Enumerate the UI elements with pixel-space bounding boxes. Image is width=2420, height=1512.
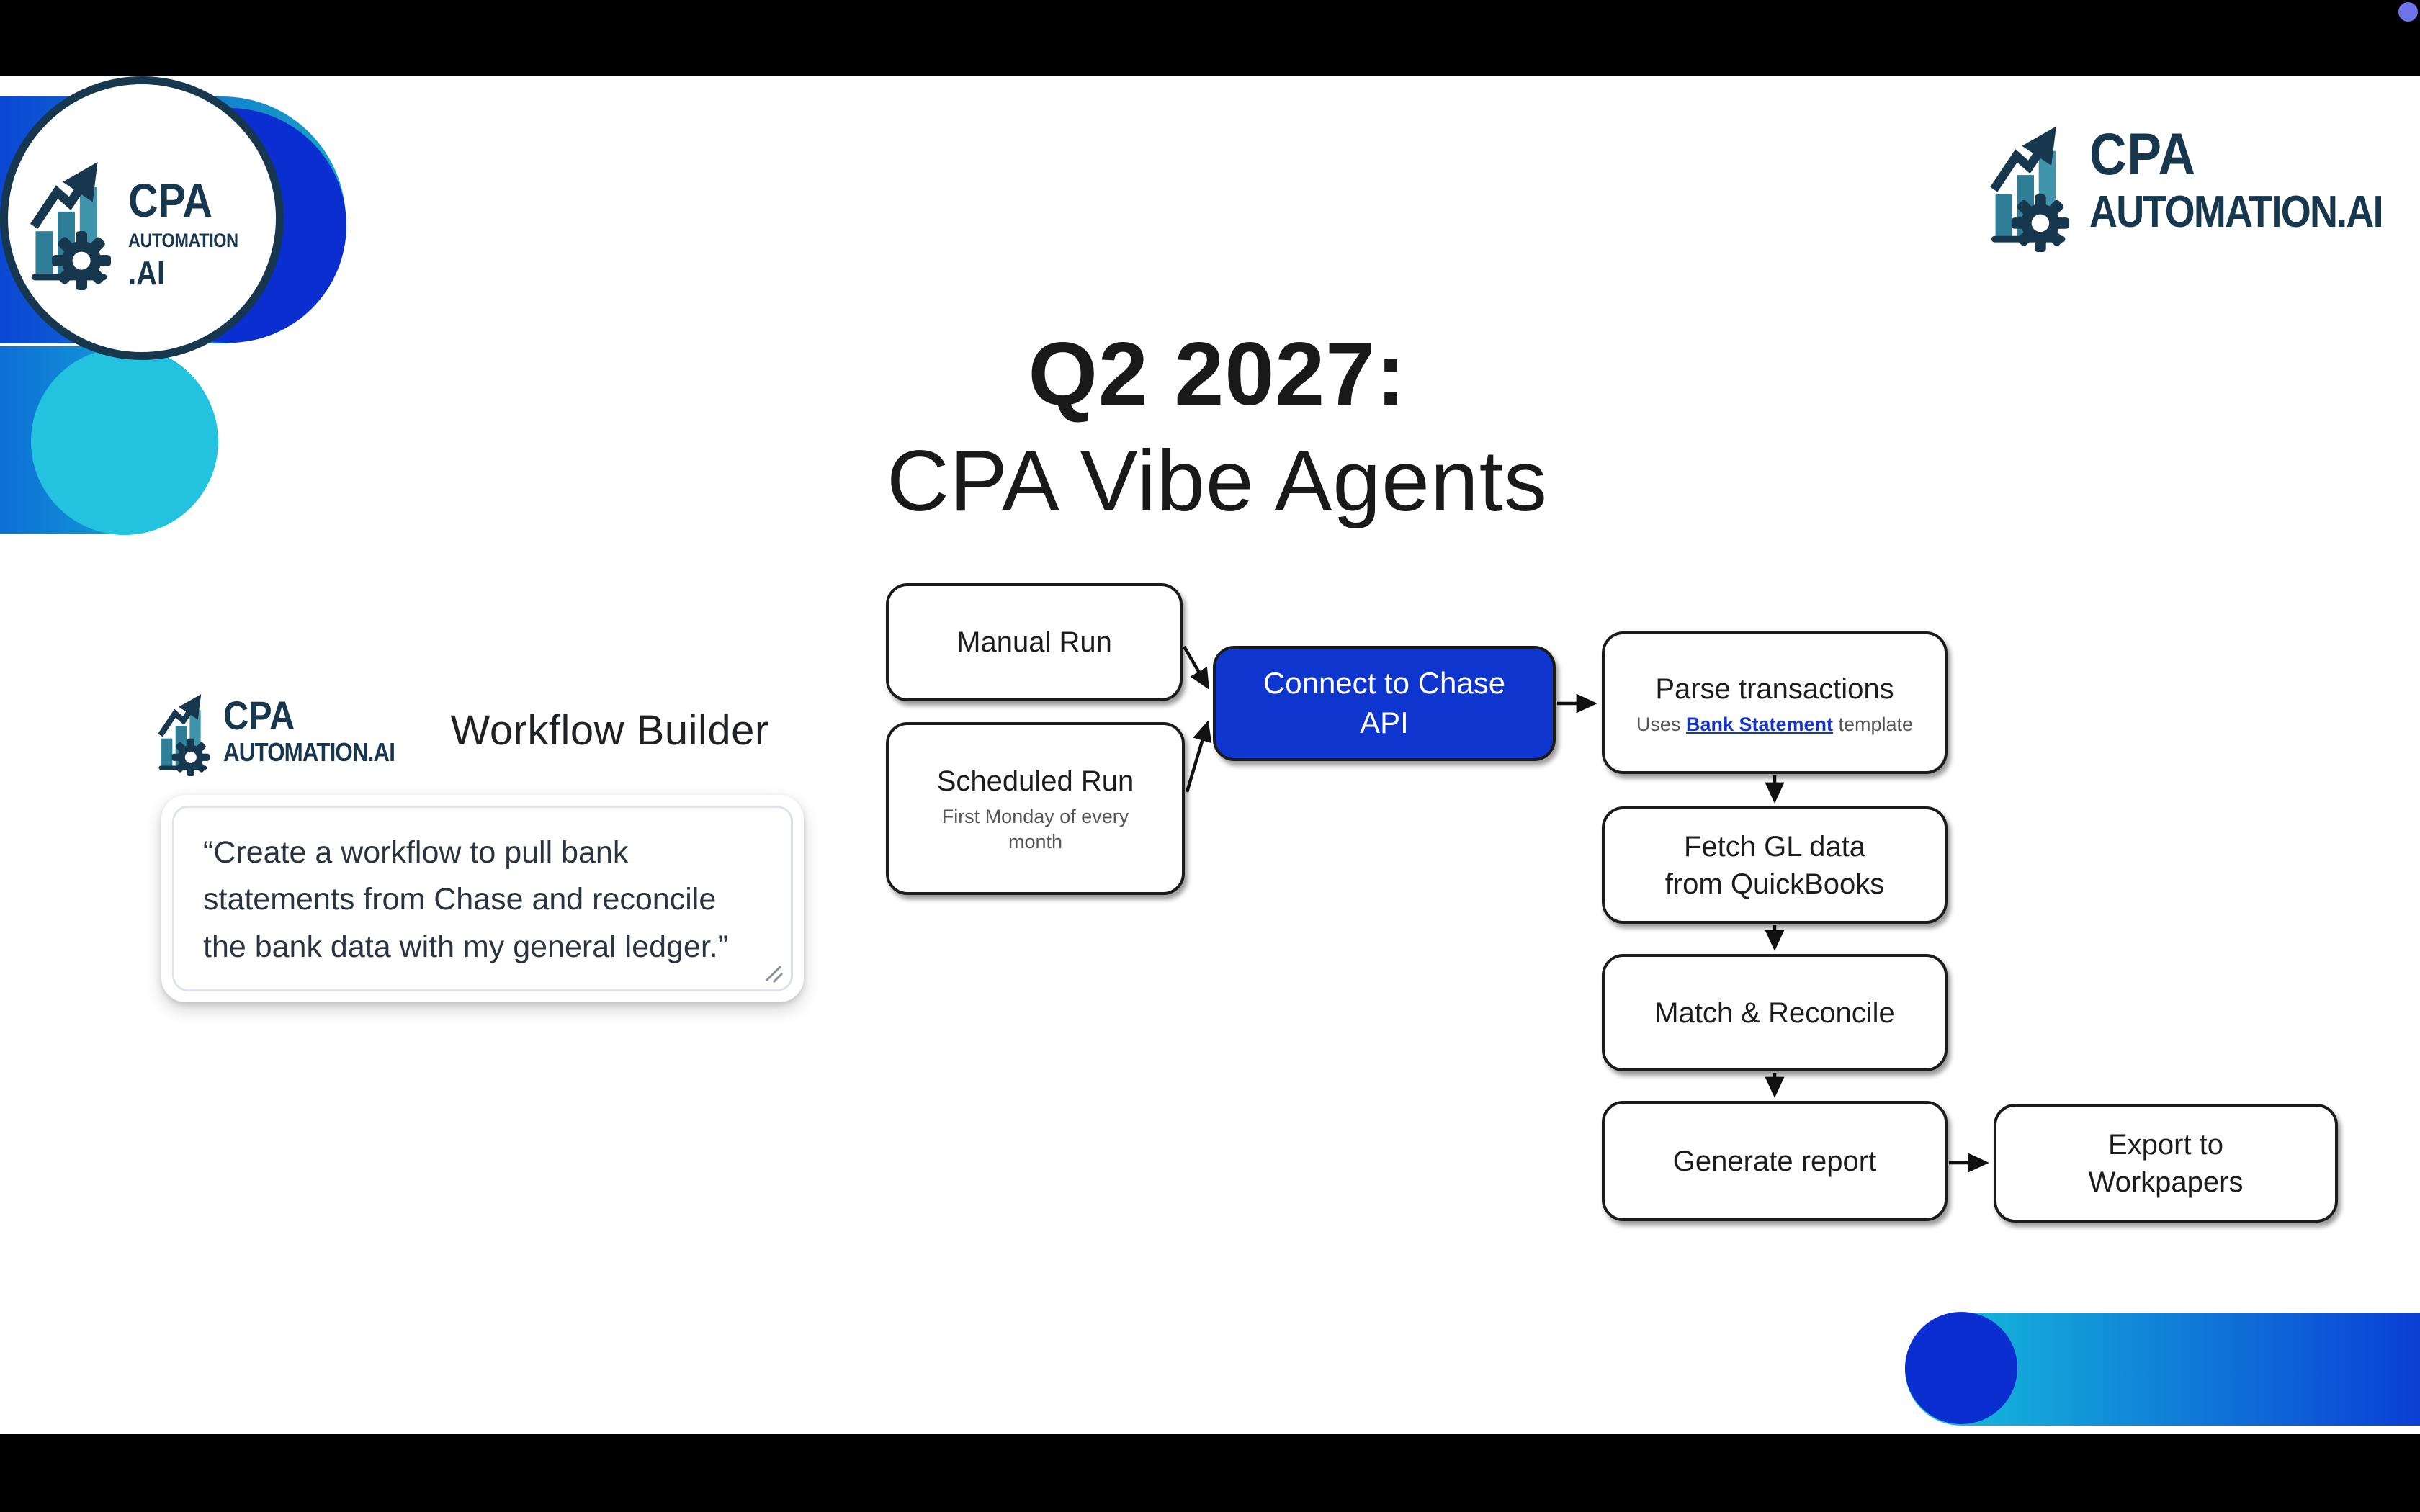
- decorative-teal-circle-top-left: [31, 348, 218, 535]
- slide-title-quarter: Q2 2027:: [1028, 325, 1407, 424]
- node-label-line1: Fetch GL data: [1684, 830, 1865, 863]
- node-label: Generate report: [1672, 1145, 1877, 1177]
- node-export-workpapers: Export to Workpapers: [1994, 1104, 2338, 1223]
- slide-title: Q2 2027: CPA Vibe Agents: [821, 330, 1613, 524]
- node-label-line2: API: [1360, 706, 1409, 739]
- node-label: Manual Run: [956, 626, 1112, 658]
- node-fetch-gl-data: Fetch GL data from QuickBooks: [1602, 806, 1948, 924]
- brand-name-automation-ai: AUTOMATION.AI: [2089, 187, 2384, 237]
- node-sublabel: Uses Bank Statement template: [1636, 714, 1913, 736]
- slide-canvas: CPA AUTOMATION.AI CPA AUTOMATION .AI Q2 …: [0, 76, 2420, 1434]
- resize-handle-icon[interactable]: [762, 962, 784, 984]
- node-match-reconcile: Match & Reconcile: [1602, 954, 1948, 1071]
- node-label: Parse transactions: [1655, 672, 1894, 705]
- letterbox-bottom-bar: [0, 1434, 2420, 1512]
- brand-wordmark: CPA AUTOMATION .AI: [128, 176, 254, 289]
- brand-chart-gear-icon: [29, 146, 121, 290]
- node-manual-run: Manual Run: [886, 583, 1183, 701]
- brand-chart-gear-icon: [157, 684, 216, 776]
- slide-title-name: CPA Vibe Agents: [887, 433, 1548, 529]
- node-label: Match & Reconcile: [1654, 996, 1895, 1029]
- node-label-line2: Workpapers: [2088, 1166, 2244, 1198]
- workflow-builder-heading: Workflow Builder: [450, 706, 769, 754]
- decorative-blue-circle-bottom-right: [1905, 1312, 2017, 1424]
- brand-name-cpa: CPA: [128, 173, 213, 227]
- brand-logo-workflow-builder: CPA AUTOMATION.AI: [157, 684, 421, 776]
- brand-name-cpa: CPA: [223, 693, 295, 738]
- node-label-line2: from QuickBooks: [1664, 868, 1885, 900]
- brand-name-automation-ai: AUTOMATION.AI: [223, 737, 395, 767]
- brand-wordmark: CPA AUTOMATION.AI: [2089, 125, 2420, 235]
- letterbox-top-bar: [0, 0, 2420, 76]
- node-label-line1: Connect to Chase: [1263, 666, 1506, 701]
- node-parse-transactions: Parse transactions Uses Bank Statement t…: [1602, 631, 1948, 774]
- brand-logo-circle: CPA AUTOMATION .AI: [0, 76, 284, 360]
- node-sublabel: First Monday of every month: [941, 805, 1129, 852]
- node-generate-report: Generate report: [1602, 1101, 1948, 1221]
- node-connect-to-chase-api: Connect to Chase API: [1213, 646, 1556, 761]
- bank-statement-link[interactable]: Bank Statement: [1685, 713, 1834, 735]
- node-scheduled-run: Scheduled Run First Monday of every mont…: [886, 722, 1185, 895]
- brand-logo-top-right: CPA AUTOMATION.AI: [1989, 108, 2420, 252]
- template-text: template: [1833, 713, 1914, 735]
- brand-name-ai: .AI: [128, 253, 166, 292]
- brand-name-cpa: CPA: [2089, 122, 2196, 187]
- brand-chart-gear-icon: [1989, 111, 2079, 252]
- status-dot: [2398, 2, 2418, 22]
- prompt-textarea[interactable]: “Create a workflow to pull bank statemen…: [172, 806, 793, 991]
- workflow-builder-header: CPA AUTOMATION.AI Workflow Builder: [157, 684, 769, 776]
- uses-text: Uses: [1636, 713, 1686, 735]
- prompt-text: “Create a workflow to pull bank statemen…: [203, 835, 729, 964]
- prompt-card: “Create a workflow to pull bank statemen…: [161, 795, 804, 1002]
- brand-name-automation: AUTOMATION: [128, 229, 238, 251]
- brand-wordmark: CPA AUTOMATION.AI: [223, 696, 421, 765]
- node-label: Scheduled Run: [936, 765, 1134, 797]
- node-label-line1: Export to: [2107, 1128, 2224, 1161]
